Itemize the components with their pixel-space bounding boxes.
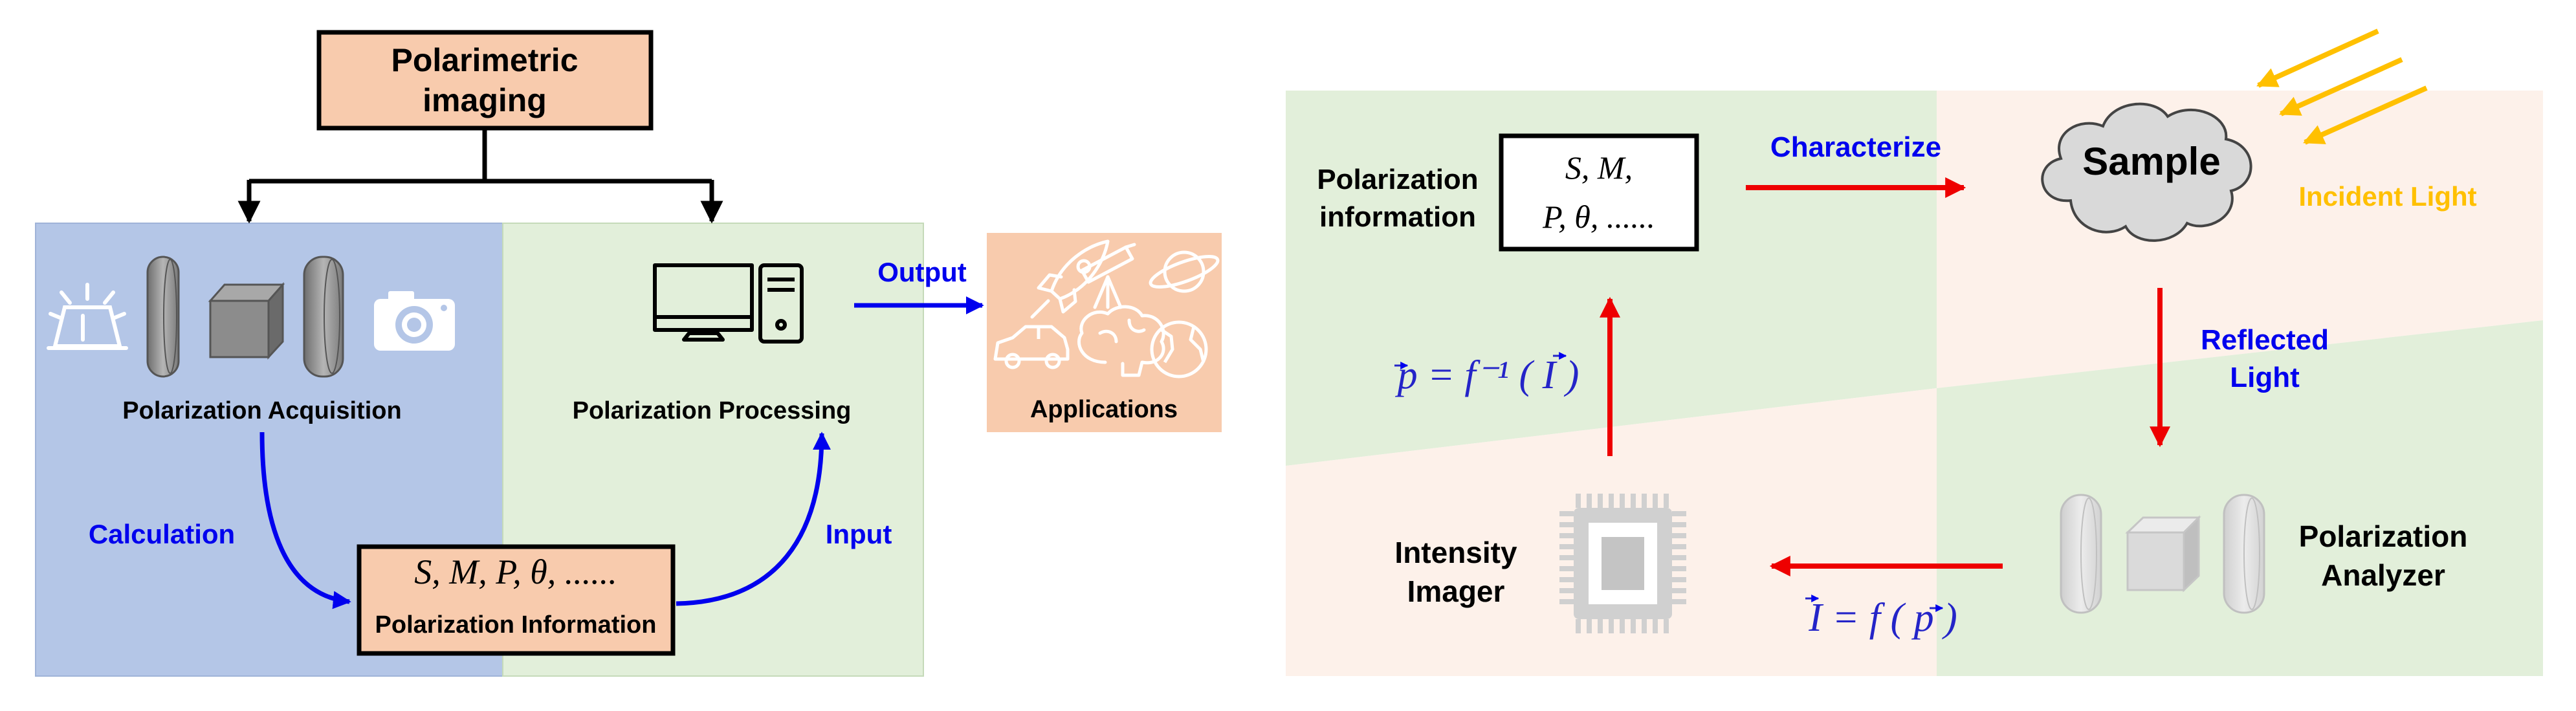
pol-info-label-line1: Polarization <box>1317 164 1478 195</box>
bg-top-left <box>1286 91 1937 466</box>
polarization-info-box <box>357 544 676 656</box>
acquisition-label: Polarization Acquisition <box>122 397 401 424</box>
computer-icon <box>653 263 804 344</box>
forward-equation-text: I = f ( p ) <box>1808 596 1957 640</box>
reflected-label-line1: Reflected <box>2201 324 2329 356</box>
light-source-icon <box>47 283 128 350</box>
planet-icon <box>1149 250 1220 293</box>
sample-cloud <box>2041 102 2252 242</box>
right-diagram: Polarization information S, M, P, θ, ...… <box>1286 28 2543 676</box>
incident-light-arrows <box>2256 28 2428 145</box>
applications-label: Applications <box>1030 396 1178 423</box>
inverse-equation: p = f⁻¹ ( I ) <box>1394 352 1580 397</box>
imager-label-line1: Intensity <box>1394 536 1517 569</box>
processing-label: Polarization Processing <box>573 397 852 424</box>
info-symbols: S, M, P, θ, ...... <box>414 552 617 591</box>
waveplate-cube-icon <box>208 282 285 360</box>
symbols-line1: S, M, <box>1565 149 1633 186</box>
root-label-line1: Polarimetric <box>391 42 578 78</box>
input-label: Input <box>826 519 892 549</box>
analyzer-lens-left-icon <box>2060 494 2102 614</box>
symbols-line2: P, θ, ...... <box>1542 199 1655 235</box>
globe-icon <box>1150 320 1208 378</box>
sample-label: Sample <box>2082 140 2220 183</box>
info-label: Polarization Information <box>375 611 657 639</box>
characterize-label: Characterize <box>1770 131 1941 163</box>
camera-icon <box>374 291 455 351</box>
output-label: Output <box>877 257 967 287</box>
forward-equation: I = f ( p ) <box>1805 595 1957 640</box>
telescope-icon <box>1080 243 1136 309</box>
tree-connector <box>249 128 712 184</box>
calculation-label: Calculation <box>89 519 235 549</box>
root-label-line2: imaging <box>423 82 547 118</box>
analyzer-cube-icon <box>2125 515 2201 593</box>
analyzer-lens-right-icon <box>2223 494 2265 614</box>
reflected-label-line2: Light <box>2230 362 2300 393</box>
car-icon <box>993 325 1070 369</box>
analyzer-lens-icon <box>303 256 344 378</box>
symbols-box <box>1499 133 1699 252</box>
input-arrow <box>676 432 831 606</box>
analyzer-label-line1: Polarization <box>2299 520 2468 553</box>
left-diagram: Polarimetric imaging <box>35 30 1222 677</box>
incident-light-label: Incident Light <box>2298 181 2476 212</box>
calculation-arrow <box>259 432 351 609</box>
inverse-equation-text: p = f⁻¹ ( I ) <box>1395 353 1580 397</box>
polarizer-lens-icon <box>146 256 180 378</box>
imager-label-line2: Imager <box>1407 574 1505 608</box>
pol-info-label-line2: information <box>1319 201 1476 233</box>
sensor-chip-icon <box>1559 494 1686 633</box>
brain-icon <box>1077 305 1165 377</box>
analyzer-label-line2: Analyzer <box>2321 558 2445 592</box>
